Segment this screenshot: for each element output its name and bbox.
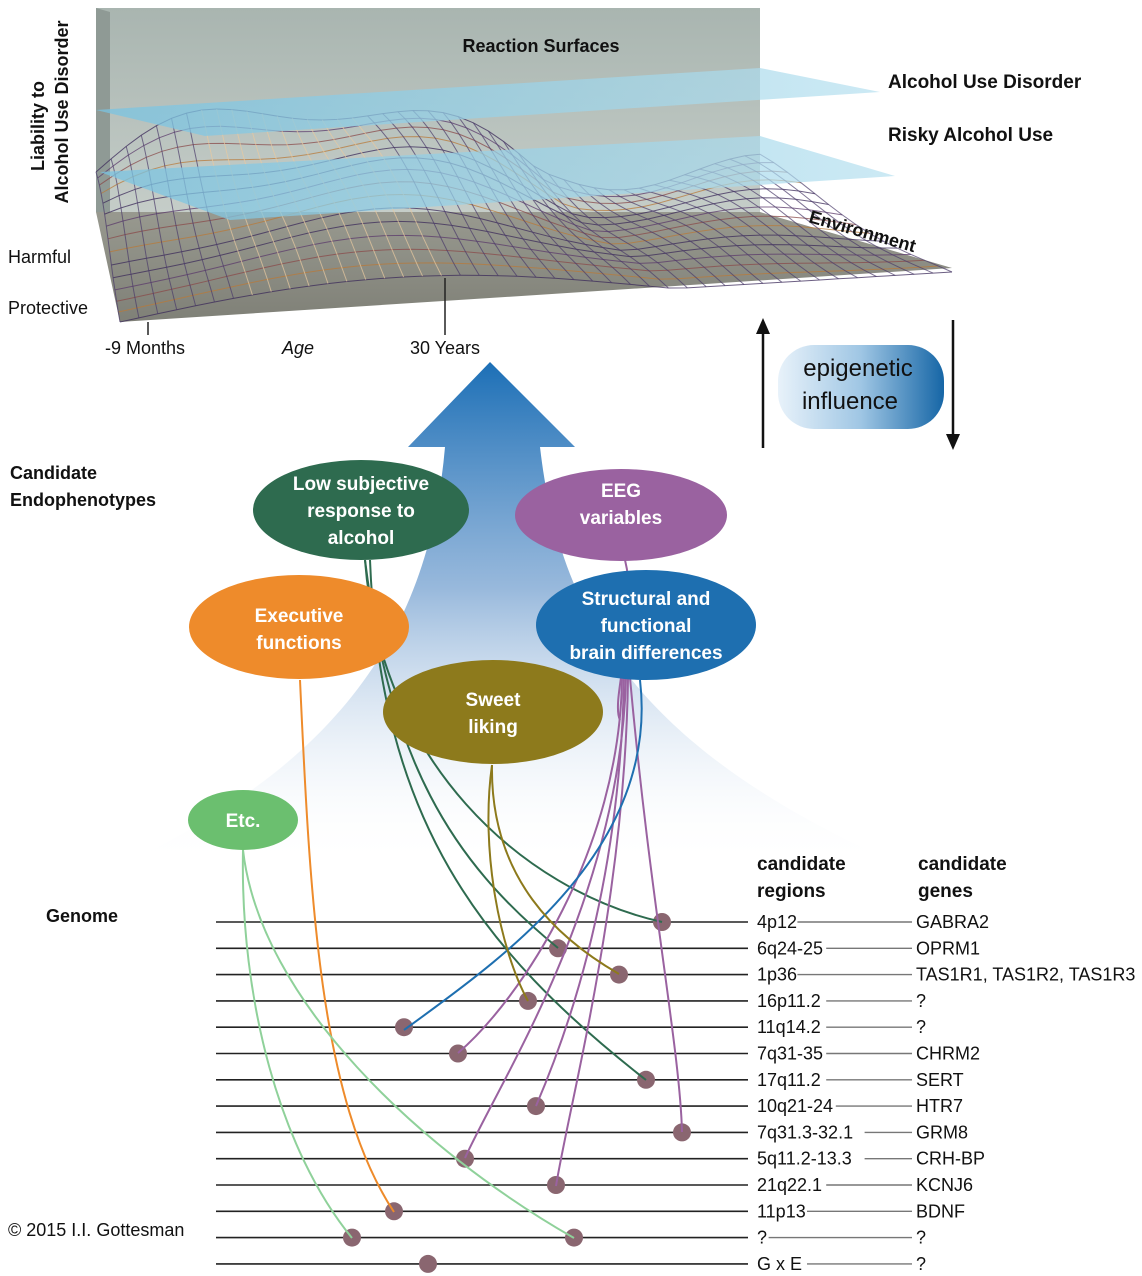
risky-use-plane [100, 136, 895, 220]
gene-label: GRM8 [916, 1122, 968, 1142]
gene-label: CRH-BP [916, 1149, 985, 1169]
gene-label: ? [916, 991, 926, 1011]
genes-header-1: candidate [918, 854, 1007, 875]
upward-arrow-cone [120, 362, 900, 865]
region-label: 10q21-24 [757, 1096, 833, 1116]
sweet-ellipse [383, 660, 603, 764]
mesh-line [140, 135, 178, 310]
mesh-line [623, 189, 783, 283]
genome-lines [216, 913, 748, 1273]
epigenetic-pill [778, 345, 944, 429]
gene-locus-dot [610, 965, 628, 984]
region-label: 11p13 [757, 1201, 806, 1221]
age-start-label: -9 Months [105, 338, 185, 358]
sweet-line2: liking [468, 717, 518, 738]
low-response-ellipse [253, 460, 469, 560]
connection-curves [241, 559, 683, 1239]
disorder-plane [96, 68, 880, 136]
endophenotype-ellipses: Low subjective response to alcohol EEG v… [188, 460, 756, 850]
gene-label: ? [916, 1017, 926, 1037]
mesh-line [171, 118, 215, 303]
gene-label: GABRA2 [916, 912, 989, 932]
region-label: 11q14.2 [757, 1017, 821, 1037]
age-end-label: 30 Years [410, 338, 480, 358]
mesh-line [155, 125, 197, 306]
mesh-line [125, 146, 159, 314]
region-label: 1p36 [757, 965, 797, 985]
sweet-line1: Sweet [466, 690, 522, 711]
region-label: 17q11.2 [757, 1070, 821, 1090]
gene-label: OPRM1 [916, 938, 980, 958]
region-label: 7q31.3-32.1 [757, 1122, 853, 1142]
regions-header-2: regions [757, 881, 826, 902]
mesh-line [457, 116, 575, 280]
brain-line2: functional [601, 616, 692, 637]
region-label: 4p12 [757, 912, 797, 932]
low-response-line1: Low subjective [293, 474, 429, 495]
age-label: Age [281, 338, 314, 358]
executive-line1: Executive [255, 606, 344, 627]
etc-ellipse [188, 790, 298, 850]
gene-locus-dot [419, 1254, 437, 1273]
eeg-line1: EEG [601, 481, 641, 502]
gene-label: HTR7 [916, 1096, 963, 1116]
gene-label: ? [916, 1228, 926, 1248]
brain-line3: brain differences [569, 643, 722, 664]
reaction-surfaces-panel: Reaction Surfaces Liability to Alcohol U… [8, 8, 1082, 358]
brain-ellipse [536, 570, 756, 680]
gene-locus-dot [527, 1097, 545, 1116]
epigenetic-line1: epigenetic [803, 355, 912, 382]
region-label: 5q11.2-13.3 [757, 1149, 852, 1169]
mesh-line [654, 184, 820, 281]
brain-line1: Structural and [582, 589, 711, 610]
mesh-line [95, 171, 121, 323]
surfaces-title: Reaction Surfaces [462, 36, 619, 56]
mesh-line [593, 187, 745, 285]
executive-ellipse [189, 575, 409, 679]
gene-locus-dot [673, 1123, 691, 1142]
protective-label: Protective [8, 298, 88, 318]
mesh-line [563, 179, 707, 288]
gene-label: KCNJ6 [916, 1175, 973, 1195]
etc-line1: Etc. [226, 811, 261, 832]
region-label: 6q24-25 [757, 938, 823, 958]
regions-header-1: candidate [757, 854, 846, 875]
region-label: 21q22.1 [757, 1175, 822, 1195]
endophenotypes-heading-1: Candidate [10, 463, 97, 483]
region-label: 16p11.2 [757, 991, 821, 1011]
mesh-line [578, 184, 726, 286]
gene-label: TAS1R1, TAS1R2, TAS1R3 [916, 965, 1135, 985]
region-label: 7q31-35 [757, 1044, 823, 1064]
region-label: ? [757, 1228, 767, 1248]
gene-locus-dot [395, 1018, 413, 1037]
y-axis-label-1: Liability to [28, 81, 48, 171]
side-wall [96, 8, 110, 228]
gene-label: ? [916, 1254, 926, 1274]
mesh-line [548, 173, 688, 289]
region-label: G x E [757, 1254, 802, 1274]
eeg-ellipse [515, 469, 727, 561]
endophenotypes-heading-2: Endophenotypes [10, 490, 156, 510]
eeg-line2: variables [580, 508, 662, 529]
mesh-line [608, 189, 764, 284]
y-axis-label-2: Alcohol Use Disorder [52, 20, 72, 203]
genome-heading: Genome [46, 906, 118, 926]
mesh-line [639, 187, 801, 282]
harmful-label: Harmful [8, 247, 71, 267]
genes-header-2: genes [918, 881, 973, 902]
executive-line2: functions [256, 633, 342, 654]
plane-upper-label: Alcohol Use Disorder [888, 72, 1082, 93]
epigenetic-influence: epigenetic influence [756, 318, 960, 450]
epigenetic-line2: influence [802, 388, 898, 415]
mesh-line [186, 112, 234, 299]
plane-lower-label: Risky Alcohol Use [888, 125, 1053, 146]
low-response-line2: response to [307, 501, 415, 522]
copyright: © 2015 I.I. Gottesman [8, 1220, 184, 1240]
genome-rows: 4p12 GABRA2 6q24-25 OPRM1 1p36 TAS1R1, TAS1R2… [757, 912, 1135, 1274]
low-response-line3: alcohol [328, 528, 395, 549]
gene-label: CHRM2 [916, 1044, 980, 1064]
gene-label: SERT [916, 1070, 964, 1090]
gene-label: BDNF [916, 1201, 965, 1221]
